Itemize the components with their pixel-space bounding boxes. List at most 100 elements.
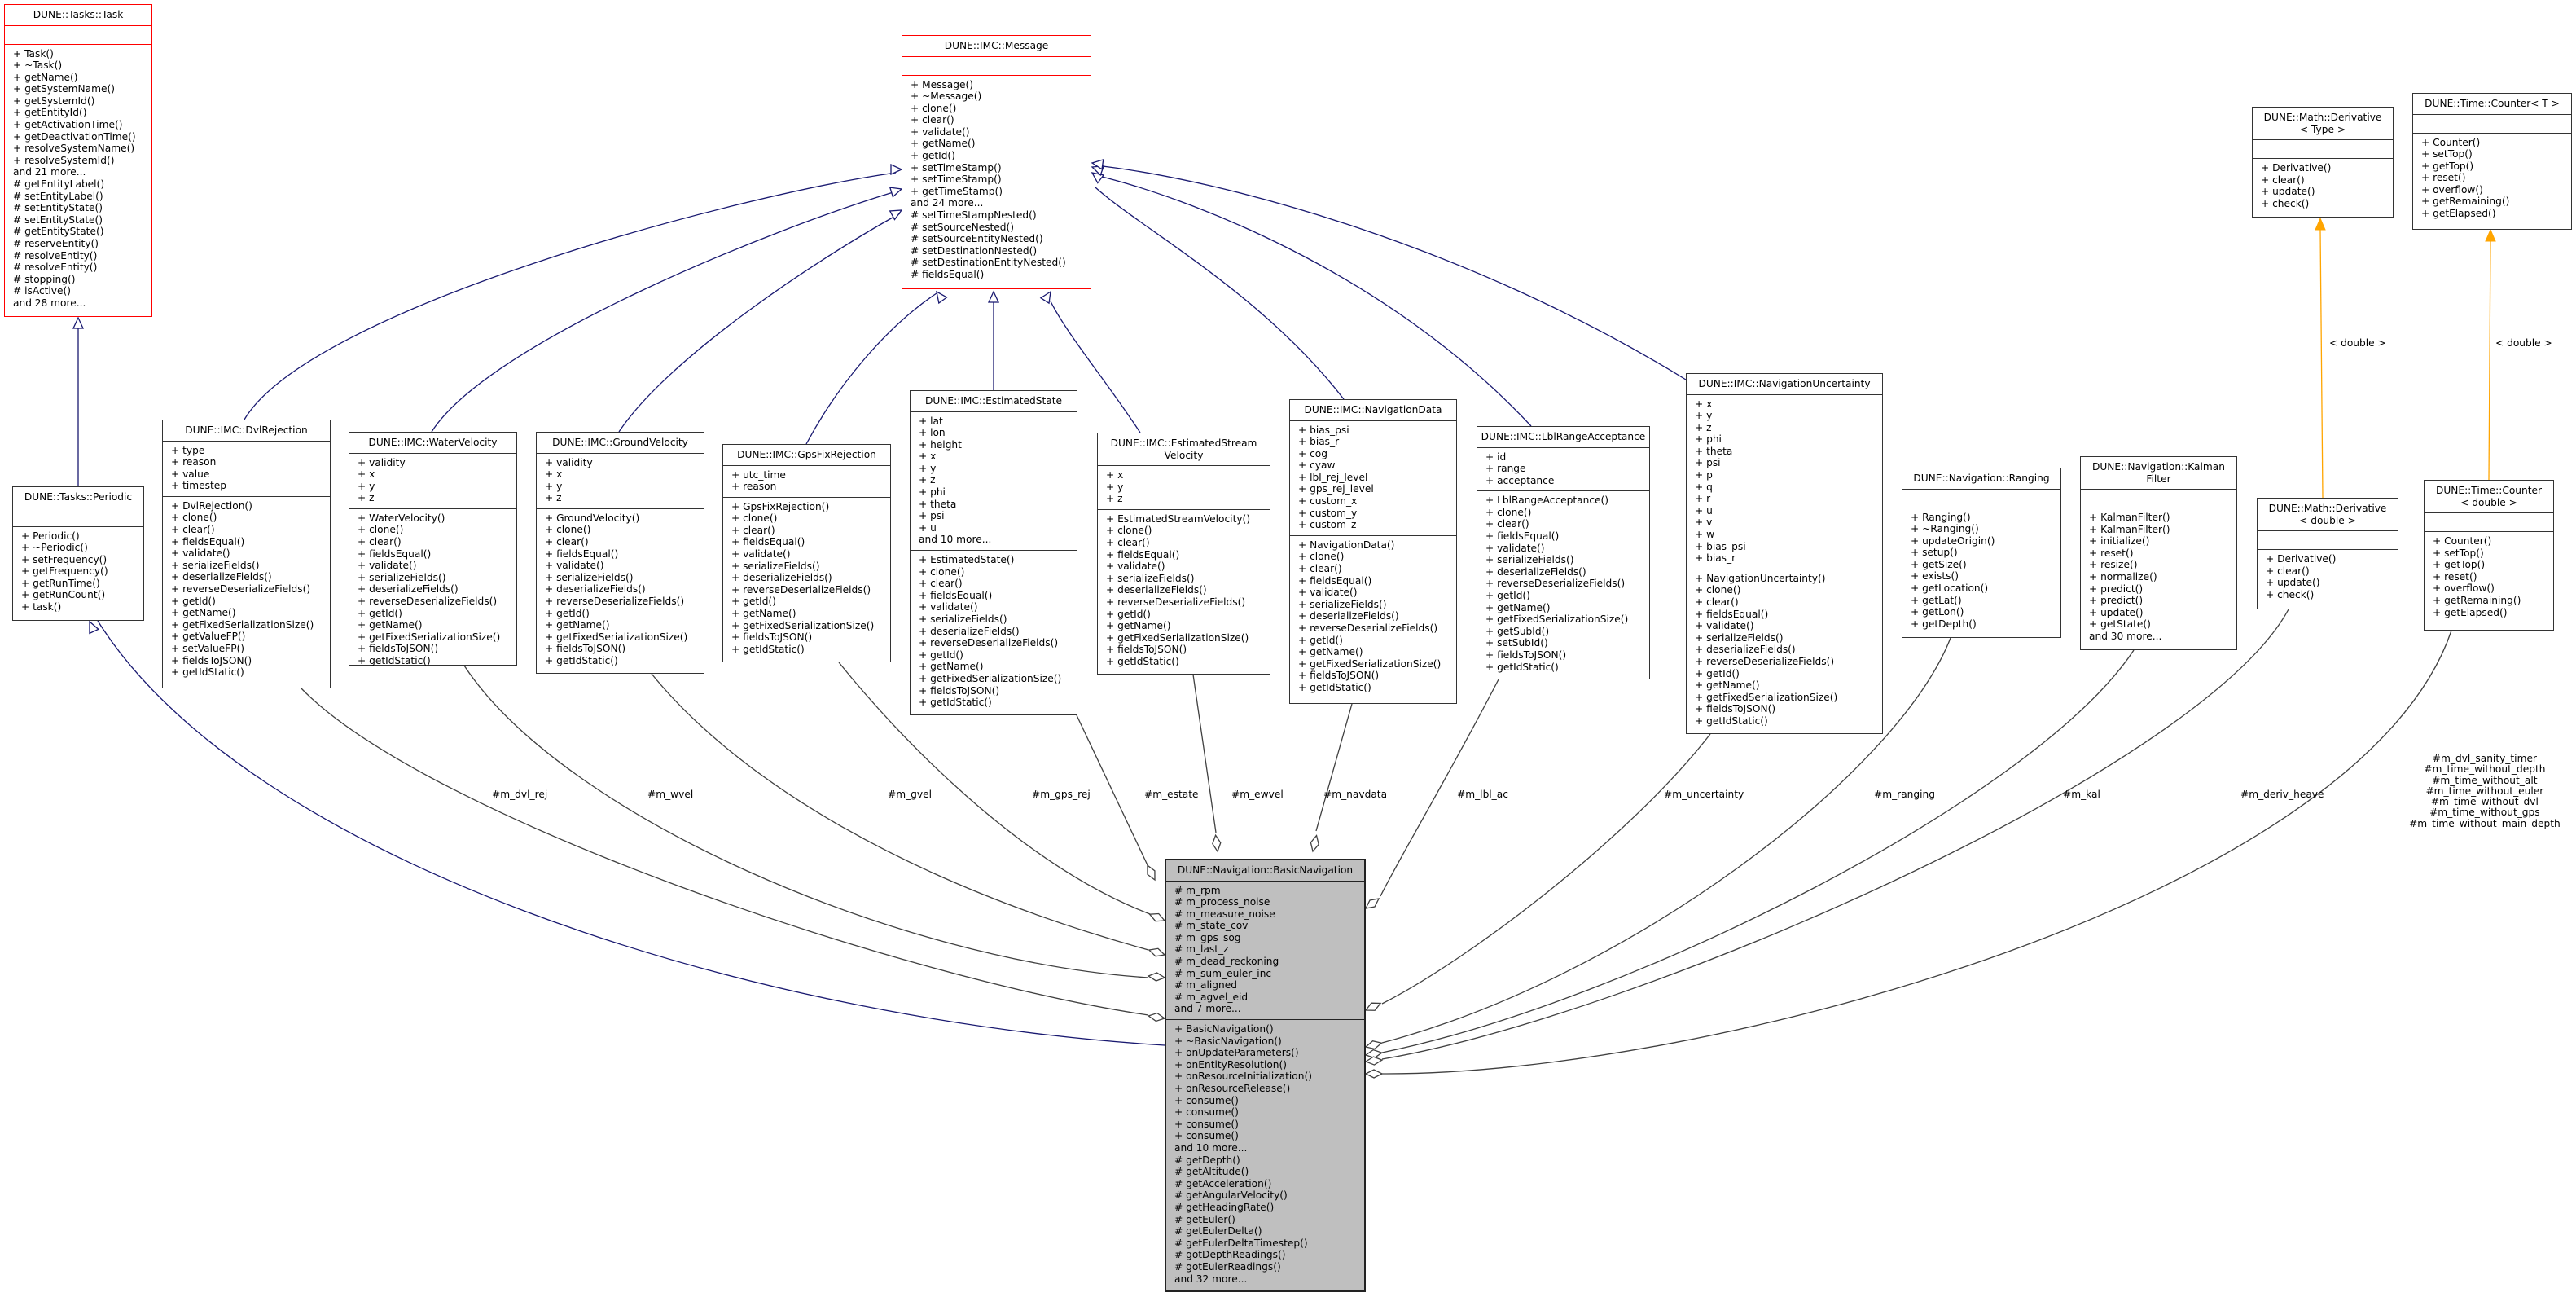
class-imc-gps-fix-rejection[interactable]: DUNE::IMC::GpsFixRejection + utc_time+ r…: [722, 444, 891, 662]
class-member: + clear(): [1695, 596, 1739, 608]
class-member: + w: [1695, 529, 1715, 541]
class-tasks-periodic[interactable]: DUNE::Tasks::Periodic + Periodic()+ ~Per…: [12, 486, 144, 621]
class-member: + consume(): [1174, 1106, 1239, 1119]
class-member: + getFrequency(): [21, 565, 108, 578]
class-member: + getIdStatic(): [1695, 714, 1768, 727]
class-member: # getEuler(): [1174, 1213, 1235, 1225]
class-navigation-basic-navigation[interactable]: DUNE::Navigation::BasicNavigation # m_rp…: [1165, 859, 1366, 1292]
methods-section: + WaterVelocity()+ clone()+ clear()+ fie…: [349, 508, 516, 671]
class-imc-dvl-rejection[interactable]: DUNE::IMC::DvlRejection + type+ reason+ …: [162, 420, 331, 688]
class-member: + deserializeFields(): [1298, 610, 1399, 622]
class-member: + setTimeStamp(): [911, 161, 1002, 174]
class-member: + onResourceRelease(): [1174, 1083, 1291, 1094]
class-member: + ~Message(): [911, 90, 982, 103]
class-member: + getFixedSerializationSize(): [731, 619, 875, 631]
aggregation-diamond-icon: [1364, 1002, 1382, 1011]
aggregation-diamond-icon: [1364, 1049, 1384, 1059]
class-imc-navigation-uncertainty[interactable]: DUNE::IMC::NavigationUncertainty + x+ y+…: [1686, 373, 1883, 734]
class-tasks-task[interactable]: DUNE::Tasks::Task + Task()+ ~Task()+ get…: [4, 4, 152, 317]
class-imc-water-velocity[interactable]: DUNE::IMC::WaterVelocity + validity+ x+ …: [349, 432, 517, 666]
class-member: + clone(): [911, 102, 957, 114]
class-member: + type: [171, 444, 205, 456]
class-navigation-ranging[interactable]: DUNE::Navigation::Ranging + Ranging()+ ~…: [1902, 468, 2061, 638]
class-member: + consume(): [1174, 1118, 1239, 1130]
class-member: + getIdStatic(): [545, 655, 618, 666]
inheritance-edge-gpsrej-message: [805, 292, 937, 445]
class-title: DUNE::Navigation::Kalman Filter: [2081, 457, 2236, 490]
class-member: # m_measure_noise: [1174, 908, 1275, 920]
class-math-derivative-template[interactable]: DUNE::Math::Derivative < Type > + Deriva…: [2252, 107, 2394, 218]
class-member: + EstimatedState(): [919, 554, 1015, 566]
usage-edge-gvel: [651, 673, 1149, 951]
attributes-section: [13, 508, 143, 526]
class-title: DUNE::IMC::GroundVelocity: [537, 433, 704, 454]
methods-section: + KalmanFilter()+ KalmanFilter()+ initia…: [2081, 508, 2236, 647]
class-member: + custom_y: [1298, 507, 1358, 519]
class-member: + getFixedSerializationSize(): [171, 618, 314, 631]
class-member: + fieldsToJSON(): [1106, 644, 1187, 656]
inheritance-edge-gvel-message: [618, 213, 901, 433]
usage-edge-uncertainty: [1381, 733, 1711, 1005]
class-member: + setFrequency(): [21, 553, 108, 565]
class-member: # getDepth(): [1174, 1154, 1240, 1166]
class-time-counter-template[interactable]: DUNE::Time::Counter< T > + Counter()+ se…: [2412, 93, 2572, 230]
aggregation-diamond-icon: [1147, 972, 1166, 982]
class-time-counter-double[interactable]: DUNE::Time::Counter < double > + Counter…: [2424, 480, 2554, 631]
class-member: + reset(): [2089, 547, 2134, 559]
class-member: + updateOrigin(): [1911, 534, 1995, 547]
class-imc-estimated-stream-velocity[interactable]: DUNE::IMC::EstimatedStream Velocity + x+…: [1097, 433, 1270, 675]
class-member: + z: [545, 492, 562, 504]
edge-label-gps-rej: #m_gps_rej: [1032, 789, 1091, 800]
class-member: + fieldsToJSON(): [919, 684, 1000, 697]
class-member: + fieldsEqual(): [171, 535, 245, 547]
usage-edge-timers: [1381, 630, 2452, 1075]
class-imc-ground-velocity[interactable]: DUNE::IMC::GroundVelocity + validity+ x+…: [536, 432, 704, 674]
class-member: + getDeactivationTime(): [13, 130, 136, 143]
class-member: + getActivationTime(): [13, 119, 123, 131]
class-member: + lon: [919, 427, 946, 439]
class-member: + DvlRejection(): [171, 499, 252, 512]
class-member: + getName(): [911, 138, 976, 150]
class-member: and 21 more...: [13, 166, 86, 178]
class-member: # gotDepthReadings(): [1174, 1249, 1286, 1261]
class-member: + getRunCount(): [21, 589, 106, 601]
class-title: DUNE::IMC::Message: [902, 36, 1091, 57]
usage-edge-wvel: [463, 665, 1149, 978]
class-member: + x: [919, 451, 937, 463]
class-imc-message[interactable]: DUNE::IMC::Message + Message()+ ~Message…: [902, 35, 1091, 289]
class-member: + cog: [1298, 447, 1327, 459]
class-member: + getId(): [1106, 608, 1151, 620]
class-member: + getLocation(): [1911, 583, 1989, 595]
template-edge-counter: [2488, 240, 2491, 481]
class-member: + v: [1695, 517, 1713, 529]
class-member: + clear(): [731, 524, 775, 536]
inheritance-edge-navdata-message: [1095, 187, 1345, 400]
class-math-derivative-double[interactable]: DUNE::Math::Derivative < double > + Deri…: [2257, 498, 2398, 609]
class-member: # setDestinationEntityNested(): [911, 257, 1066, 269]
inheritance-edge-unc-message: [1095, 165, 1687, 380]
class-member: + Derivative(): [2266, 553, 2337, 565]
inheritance-edge-basicnav-periodic: [97, 620, 1165, 1046]
class-member: + gps_rej_level: [1298, 483, 1374, 495]
class-title: DUNE::Time::Counter< T >: [2413, 94, 2571, 115]
class-imc-estimated-state[interactable]: DUNE::IMC::EstimatedState + lat+ lon+ he…: [910, 390, 1077, 715]
aggregation-diamond-icon: [1147, 1012, 1166, 1022]
attributes-section: # m_rpm# m_process_noise# m_measure_nois…: [1166, 882, 1364, 1020]
class-imc-navigation-data[interactable]: DUNE::IMC::NavigationData + bias_psi+ bi…: [1289, 399, 1457, 704]
class-navigation-kalman-filter[interactable]: DUNE::Navigation::Kalman Filter + Kalman…: [2080, 456, 2237, 650]
inheritance-edge-wvel-message: [431, 191, 897, 433]
class-member: + serializeFields(): [545, 571, 634, 583]
class-member: + consume(): [1174, 1094, 1239, 1106]
class-member: # gotEulerReadings(): [1174, 1260, 1281, 1273]
class-member: + getName(): [919, 661, 984, 673]
inheritance-edge-lblac-message: [1095, 174, 1532, 427]
class-member: + getFixedSerializationSize(): [1298, 657, 1442, 670]
class-member: + fieldsEqual(): [1695, 608, 1769, 620]
class-title: DUNE::Tasks::Periodic: [13, 487, 143, 508]
template-arrow-icon: [2315, 217, 2326, 231]
class-member: + GpsFixRejection(): [731, 500, 830, 512]
class-member: + getIdStatic(): [731, 643, 805, 655]
class-member: + getId(): [358, 607, 402, 619]
class-imc-lbl-range-acceptance[interactable]: DUNE::IMC::LblRangeAcceptance + id+ rang…: [1477, 426, 1650, 679]
class-member: + z: [1106, 493, 1123, 505]
